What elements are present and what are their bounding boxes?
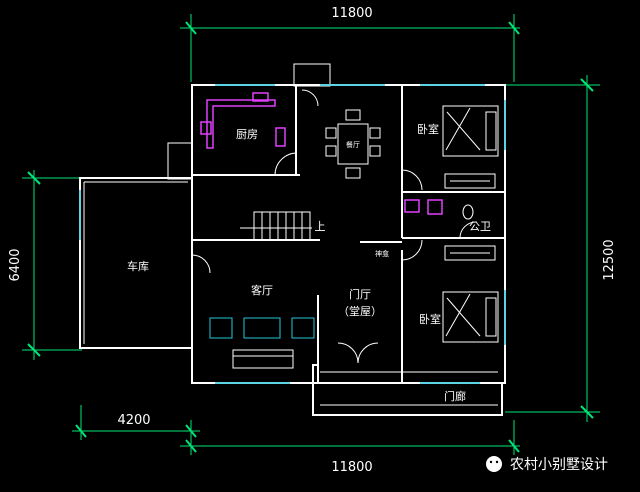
dining-label: 餐厅 (346, 140, 360, 149)
living-label: 客厅 (251, 283, 273, 297)
bottom-width-dimension: 11800 (331, 460, 372, 475)
wechat-icon (486, 456, 502, 472)
porch-label: 门廊 (444, 389, 466, 403)
bed-top (442, 105, 499, 157)
foyer-sub-label: （堂屋） (338, 305, 382, 318)
garage-width-dimension: 4200 (117, 413, 150, 428)
doors (191, 89, 477, 364)
foyer-label: 门厅 (349, 287, 371, 301)
watermark: 农村小别墅设计 (486, 456, 608, 473)
kitchen-counter (200, 92, 286, 149)
bathroom-fixtures (404, 199, 474, 220)
stairs-up-label: 上 (315, 220, 326, 233)
dimension-lines (22, 14, 600, 455)
watermark-text: 农村小别墅设计 (510, 457, 608, 473)
staircase (240, 211, 312, 241)
right-height-dimension: 12500 (602, 239, 617, 280)
garage-label: 车库 (127, 259, 149, 273)
bathroom-label: 公卫 (469, 220, 491, 233)
windows (79, 84, 506, 384)
bedroom-top-label: 卧室 (417, 122, 439, 136)
left-height-dimension: 6400 (8, 248, 23, 281)
bedroom-bottom-label: 卧室 (419, 312, 441, 326)
wardrobes (444, 173, 496, 261)
kitchen-label: 厨房 (236, 128, 258, 141)
top-width-dimension: 11800 (331, 6, 372, 21)
bed-bottom (442, 291, 499, 343)
sofa-set (209, 317, 315, 369)
cabinet-label: 神龛 (375, 249, 389, 258)
dining-table (325, 109, 381, 179)
